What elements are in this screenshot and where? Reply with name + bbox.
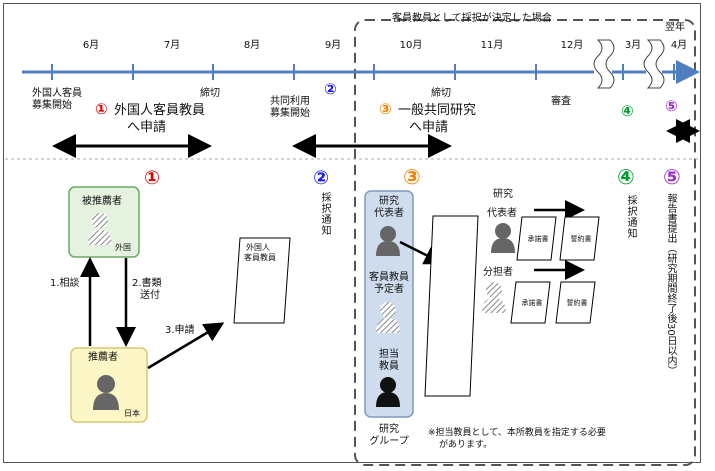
step3-title-line2: へ申請 — [409, 120, 449, 135]
foreign-recruit-label-1: 外国人客員 — [32, 88, 82, 99]
step3-number-top: ③ — [379, 100, 392, 118]
sharer-consent-text: 承諾書 — [521, 299, 543, 307]
foreign-form-text-2: 客員教員 — [244, 253, 276, 262]
month-label-10: 10月 — [399, 40, 423, 51]
research-group-label-2: グループ — [369, 436, 409, 447]
step1-title-line1: 外国人客員教員 — [114, 103, 206, 118]
rep-agreement-text: 誓約書 — [570, 235, 592, 243]
joint-research-doc — [424, 215, 479, 397]
rep-agreement-doc — [559, 216, 600, 261]
step1-number-top: ① — [95, 100, 108, 118]
month-label-11: 11月 — [480, 40, 504, 51]
month-label-6: 6月 — [82, 40, 100, 51]
notify-2-label: 採択通知 — [319, 192, 330, 236]
step1-title-line2: へ申請 — [127, 120, 167, 135]
month-label-12: 12月 — [560, 40, 584, 51]
joint-recruit-label-2: 募集開始 — [270, 108, 310, 119]
next-year-label: 翌年 — [665, 22, 685, 33]
step3-title-line1: 一般共同研究 — [398, 103, 477, 118]
timeline-ticks — [51, 64, 675, 80]
foreign-form-text-1: 外国人 — [246, 243, 270, 252]
step2-number: ② — [313, 167, 330, 189]
group-staff-person-icon — [376, 377, 400, 407]
send-docs-label-2: 送付 — [140, 290, 160, 301]
group-visitor-person-icon — [376, 302, 400, 333]
group-visitor-label-2: 予定者 — [374, 284, 404, 295]
sharer-agreement-text: 誓約書 — [566, 299, 588, 307]
group-head-label-2: 代表者 — [374, 208, 404, 219]
rep-label-2: 代表者 — [487, 208, 517, 219]
month-label-4: 4月 — [670, 40, 688, 51]
rep-consent-doc — [516, 216, 557, 261]
notify-4-label: 採択通知 — [625, 195, 636, 239]
foreign-label: 外国 — [115, 243, 131, 252]
rep-consent-text: 承諾書 — [527, 235, 549, 243]
recommender-person-icon — [93, 375, 119, 410]
send-docs-label-1: 2.書類 — [132, 278, 162, 289]
timeline-break-1 — [593, 39, 615, 89]
apply-arrow — [147, 322, 225, 370]
month-label-3: 3月 — [624, 40, 642, 51]
step2-number-top: ② — [324, 80, 337, 98]
note-line-1: ※担当教員として、本所教員を指定する必要 — [428, 428, 606, 438]
group-head-label-1: 研究 — [379, 196, 399, 207]
note-line-2: があります。 — [439, 440, 493, 450]
group-staff-label-1: 担当 — [379, 349, 399, 360]
japan-label: 日本 — [124, 409, 140, 418]
step5-number-top: ⑤ — [665, 97, 678, 115]
nominee-person-icon — [88, 213, 112, 245]
timeline-break-2 — [643, 39, 665, 89]
foreign-recruit-label-2: 募集開始 — [32, 100, 72, 111]
joint-recruit-label-1: 共同利用 — [270, 96, 310, 107]
frame-title: 客員教員として採択が決定した場合 — [392, 13, 552, 24]
nominee-label: 被推薦者 — [82, 196, 122, 207]
step4-number: ④ — [617, 165, 635, 189]
group-staff-label-2: 教員 — [379, 361, 399, 372]
step1-number: ① — [144, 167, 161, 189]
month-label-9: 9月 — [324, 40, 342, 51]
month-label-8: 8月 — [243, 40, 261, 51]
step4-number-top: ④ — [621, 102, 634, 120]
group-visitor-label-1: 客員教員 — [369, 272, 409, 283]
selected-case-frame — [354, 19, 696, 466]
deadline-1-label: 締切 — [200, 88, 220, 99]
deadline-2-label: 締切 — [431, 88, 451, 99]
month-label-7: 7月 — [163, 40, 181, 51]
sharer-label: 分担者 — [483, 267, 513, 278]
report-label: 報告書提出（研究期間終了後30日以内） — [665, 193, 676, 376]
consult-label: 1.相談 — [50, 278, 80, 289]
group-head-person-icon — [376, 226, 400, 256]
rep-label-1: 研究 — [493, 189, 513, 200]
step3-number: ③ — [403, 165, 421, 189]
step5-number: ⑤ — [663, 165, 681, 189]
review-label: 審査 — [551, 96, 571, 107]
rep-person-icon — [491, 223, 515, 253]
foreign-form-doc — [233, 237, 291, 324]
sharer-person-icon — [482, 282, 506, 313]
apply-label: 3.申請 — [165, 325, 195, 336]
research-group-label-1: 研究 — [379, 424, 399, 435]
sharer-consent-doc — [510, 281, 551, 324]
sharer-agreement-doc — [555, 281, 596, 324]
recommender-label: 推薦者 — [88, 352, 118, 363]
